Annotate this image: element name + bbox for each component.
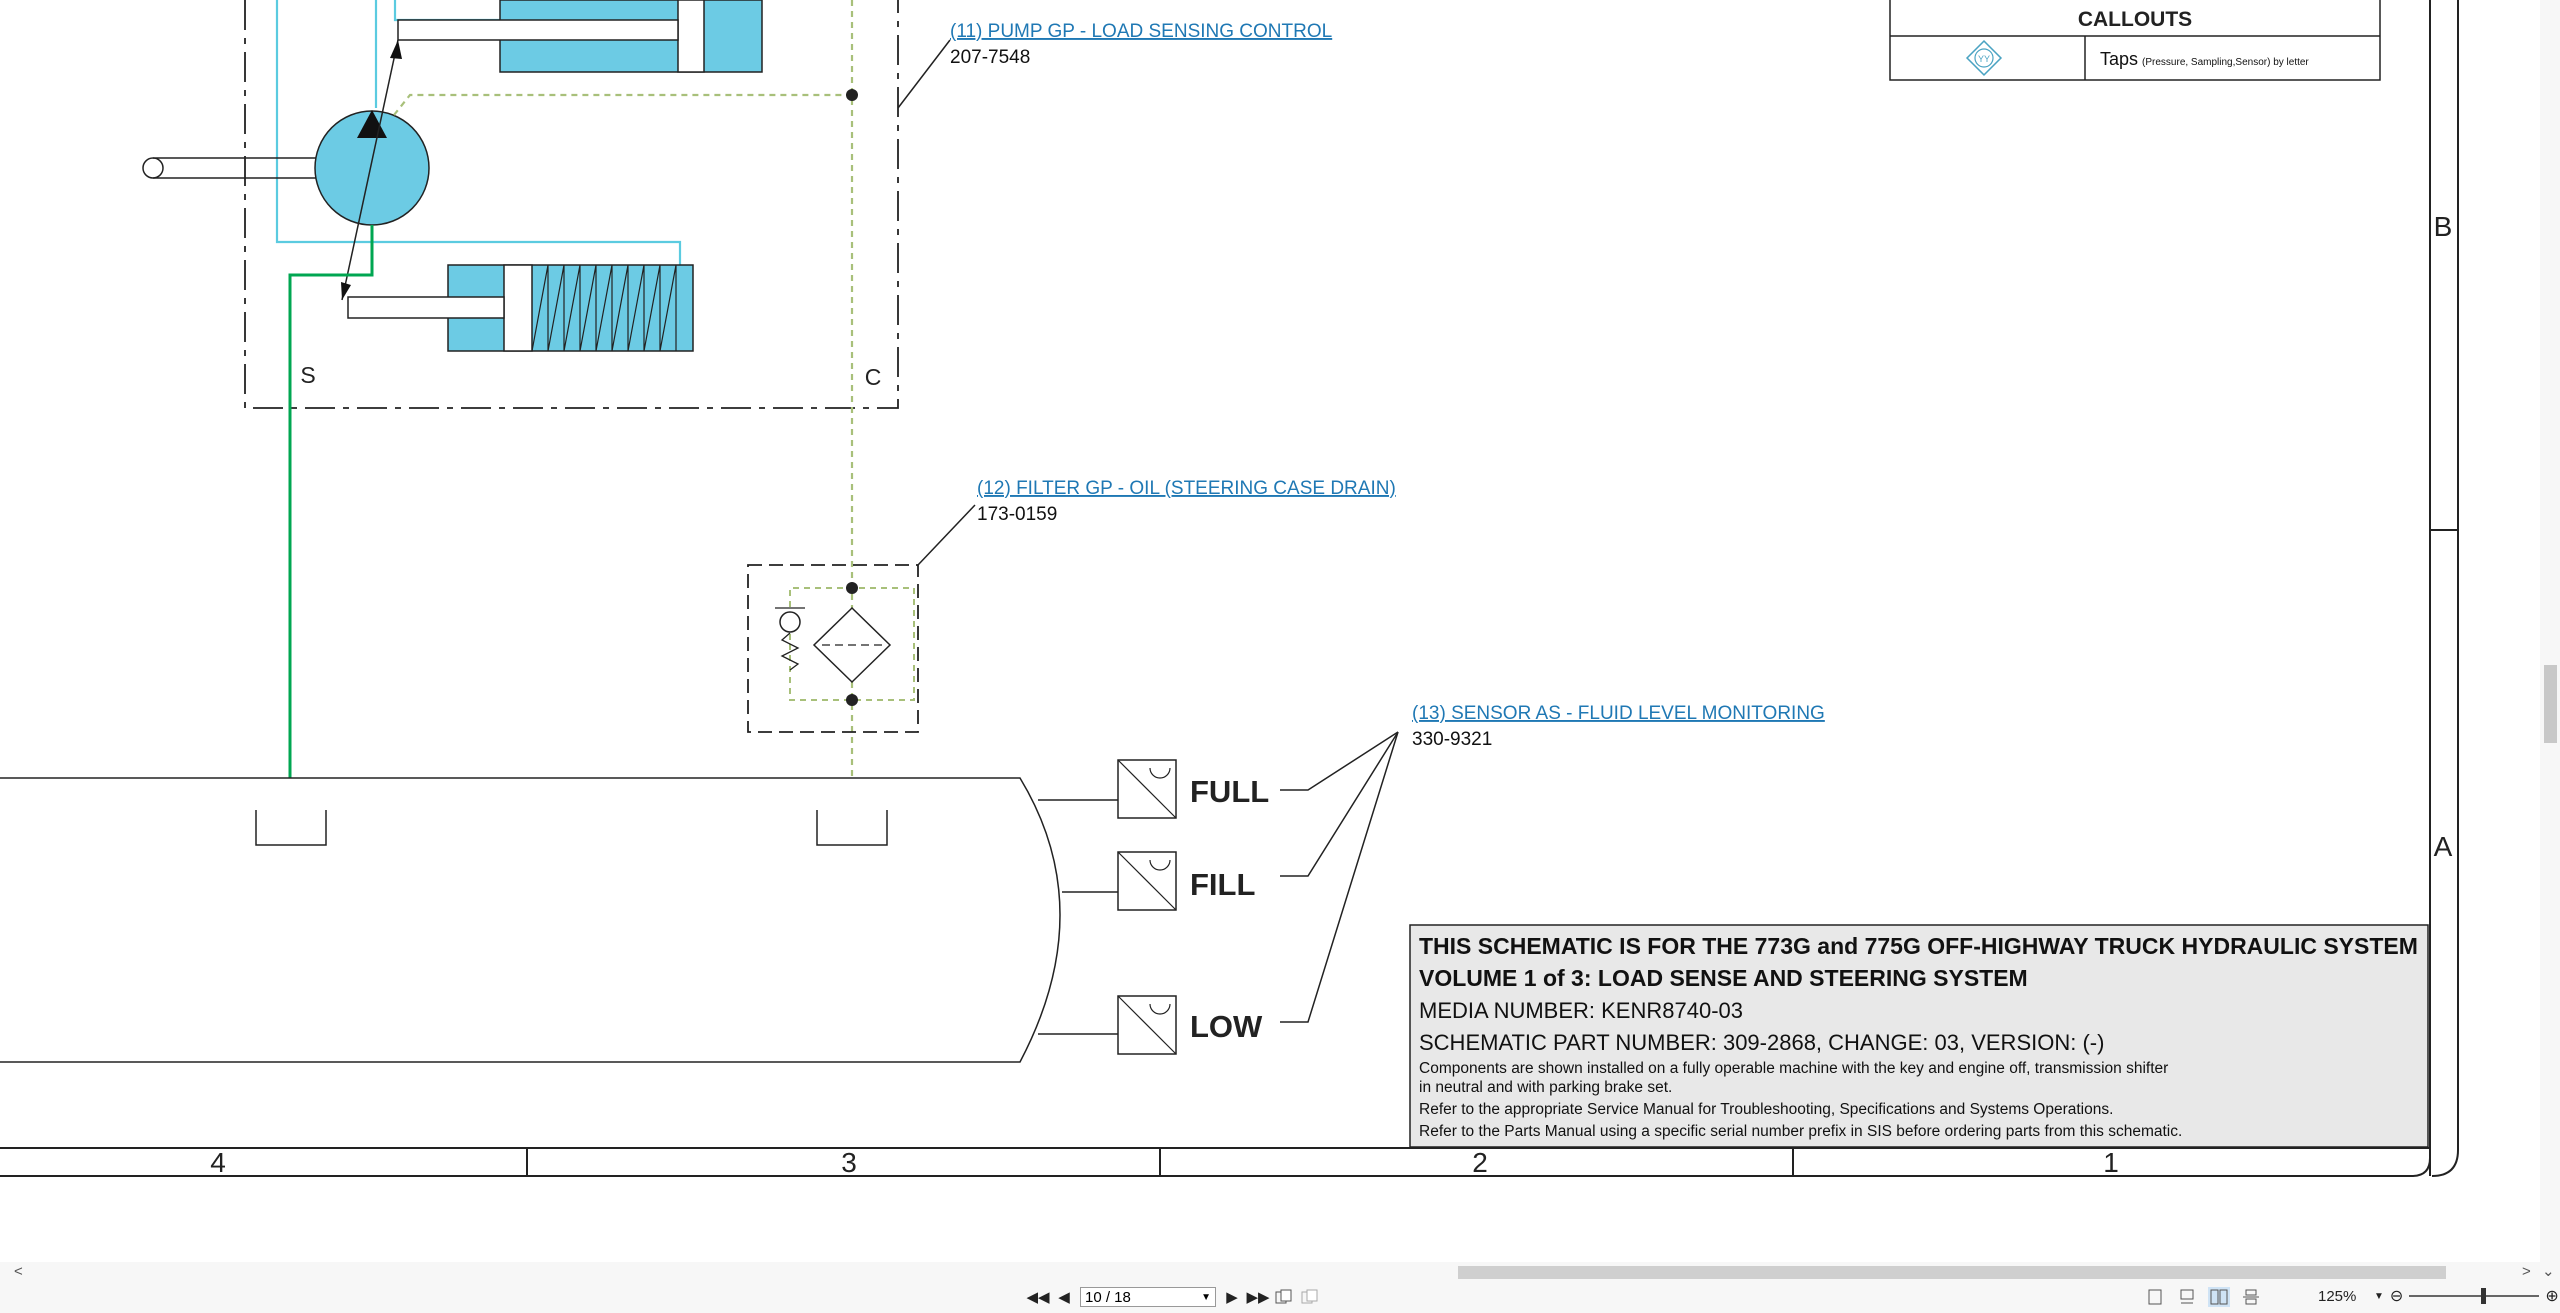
- shaft-icon: [142, 157, 164, 179]
- outer-border: [2431, 0, 2459, 1177]
- leader-line: [917, 504, 976, 566]
- previous-page-icon[interactable]: ◀: [1058, 1289, 1070, 1306]
- chevron-down-icon: ▼: [1201, 1291, 1211, 1303]
- leader-line: [897, 39, 951, 109]
- port-label: S: [300, 362, 315, 388]
- filter-group: [747, 504, 976, 733]
- note-line: Refer to the appropriate Service Manual …: [1419, 1101, 2113, 1118]
- svg-text:YY: YY: [1978, 54, 1990, 64]
- schematic-part-number: SCHEMATIC PART NUMBER: 309-2868, CHANGE:…: [1419, 1030, 2104, 1055]
- leader-line: [1280, 731, 1399, 791]
- filter-callout-link[interactable]: (12) FILTER GP - OIL (STEERING CASE DRAI…: [977, 478, 1396, 499]
- pump-group: S C: [142, 0, 951, 830]
- pump-part-number: 207-7548: [950, 47, 1030, 68]
- first-page-icon[interactable]: ◀◀: [1026, 1289, 1050, 1306]
- taps-label: Taps(Pressure, Sampling,Sensor) by lette…: [2100, 49, 2309, 69]
- viewer-toolbar: ◀◀ ◀ 10 / 18 ▼ ▶ ▶▶ 125% ▼ ⊖ ⊕: [0, 1282, 2560, 1313]
- check-valve-icon: [779, 611, 801, 633]
- title-block: THIS SCHEMATIC IS FOR THE 773G and 775G …: [1409, 924, 2429, 1148]
- zone-label: B: [2434, 211, 2453, 242]
- scroll-left-icon[interactable]: <: [14, 1263, 23, 1280]
- title-line-1: THIS SCHEMATIC IS FOR THE 773G and 775G …: [1419, 933, 2418, 959]
- supply-line: [275, 0, 682, 265]
- level-full-label: FULL: [1190, 774, 1269, 809]
- tank: [0, 777, 1061, 1063]
- page-view-modes: [2144, 1287, 2262, 1307]
- sensor-low-icon: [1117, 995, 1177, 1055]
- copy-page-icon[interactable]: [1274, 1286, 1294, 1308]
- title-line-2: VOLUME 1 of 3: LOAD SENSE AND STEERING S…: [1419, 965, 2028, 991]
- note-line: Refer to the Parts Manual using a specif…: [1419, 1123, 2182, 1140]
- two-page-view-icon[interactable]: [2208, 1287, 2230, 1307]
- chevron-down-icon[interactable]: ▼: [2374, 1290, 2384, 1302]
- filter-part-number: 173-0159: [977, 504, 1057, 525]
- sensor-part-number: 330-9321: [1412, 729, 1492, 750]
- vertical-scroll-thumb[interactable]: [2544, 665, 2557, 743]
- page-selector[interactable]: 10 / 18 ▼: [1080, 1287, 1216, 1307]
- callouts-title: CALLOUTS: [2078, 8, 2192, 31]
- zoom-controls: 125% ▼ ⊖ ⊕: [2318, 1286, 2559, 1306]
- pressure-line: [288, 225, 374, 828]
- column-label: 1: [2103, 1147, 2119, 1178]
- horizontal-scrollbar[interactable]: < > ⌄: [0, 1262, 2560, 1282]
- pump-callout-link[interactable]: (11) PUMP GP - LOAD SENSING CONTROL: [950, 21, 1332, 42]
- two-page-continuous-icon[interactable]: [2240, 1287, 2262, 1307]
- level-sensors: FULL FILL LOW: [1038, 731, 1399, 1055]
- scroll-down-icon[interactable]: ⌄: [2542, 1263, 2555, 1280]
- zoom-slider[interactable]: [2409, 1288, 2540, 1304]
- tank-port: [255, 810, 327, 846]
- tap-symbol-icon: YY: [1965, 39, 2003, 77]
- zoom-out-icon[interactable]: ⊖: [2389, 1288, 2404, 1305]
- drain-line: [393, 93, 852, 116]
- sensor-full-icon: [1117, 759, 1177, 819]
- single-page-view-icon[interactable]: [2144, 1287, 2166, 1307]
- column-label: 3: [841, 1147, 857, 1178]
- hydraulic-schematic: 4 3 2 1 B A CALLOUTS YY Taps(Pressure, S…: [0, 0, 2459, 1178]
- tank-port: [816, 810, 888, 846]
- level-low-label: LOW: [1190, 1009, 1263, 1044]
- sensor-callout-link[interactable]: (13) SENSOR AS - FLUID LEVEL MONITORING: [1412, 703, 1825, 724]
- continuous-view-icon[interactable]: [2176, 1287, 2198, 1307]
- paste-page-icon[interactable]: [1300, 1286, 1320, 1308]
- zoom-level[interactable]: 125%: [2318, 1287, 2357, 1305]
- note-line: Components are shown installed on a full…: [1419, 1060, 2168, 1077]
- column-label: 4: [210, 1147, 226, 1178]
- spring-icon: [531, 264, 677, 352]
- horizontal-scroll-thumb[interactable]: [1458, 1266, 2446, 1279]
- last-page-icon[interactable]: ▶▶: [1246, 1289, 1270, 1306]
- page-navigation: ◀◀ ◀ 10 / 18 ▼ ▶ ▶▶: [1026, 1286, 1320, 1308]
- column-label: 2: [1472, 1147, 1488, 1178]
- vertical-scrollbar[interactable]: [2540, 0, 2560, 1262]
- note-line: in neutral and with parking brake set.: [1419, 1079, 1672, 1096]
- zone-label: A: [2434, 831, 2453, 862]
- page-indicator: 10 / 18: [1085, 1288, 1131, 1306]
- port-label: C: [865, 364, 882, 390]
- level-fill-label: FILL: [1190, 867, 1255, 902]
- sensor-fill-icon: [1117, 851, 1177, 911]
- media-number: MEDIA NUMBER: KENR8740-03: [1419, 998, 1743, 1023]
- callouts-legend: CALLOUTS YY Taps(Pressure, Sampling,Sens…: [1889, 0, 2381, 81]
- scroll-right-icon[interactable]: >: [2522, 1263, 2531, 1280]
- next-page-icon[interactable]: ▶: [1226, 1289, 1238, 1306]
- zoom-slider-knob[interactable]: [2481, 1288, 2487, 1304]
- zoom-in-icon[interactable]: ⊕: [2545, 1288, 2559, 1305]
